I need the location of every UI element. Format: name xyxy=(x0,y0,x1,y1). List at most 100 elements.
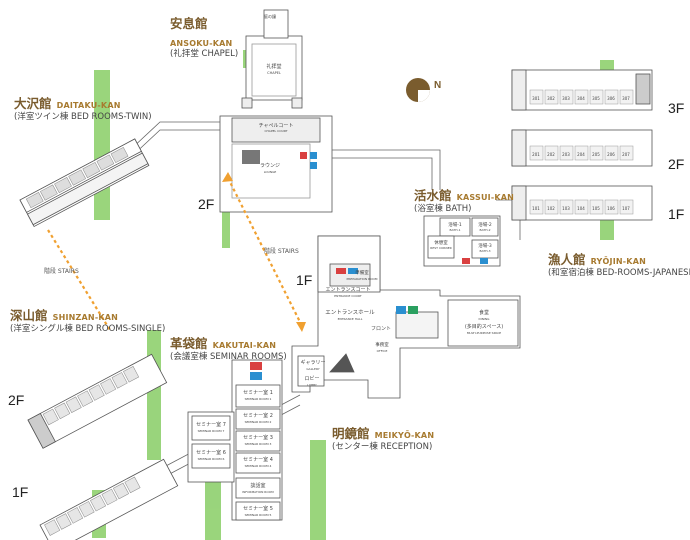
floor-label-chapel-2f: 2F xyxy=(198,196,215,212)
floor-label-ryojin-2f: 2F xyxy=(668,156,685,172)
seminar6-label-en: SEMINAR ROOM 6 xyxy=(198,457,225,461)
stairs-arrow-icon xyxy=(296,322,306,332)
stairs-line-left xyxy=(47,229,111,331)
room-205: 205 xyxy=(592,152,600,157)
floor-label-shinzan-2f: 2F xyxy=(8,392,25,408)
room-106: 106 xyxy=(607,206,615,211)
rest-label-en: REST CORNER xyxy=(430,246,451,250)
vending-label-en: INFORMATION ROOM xyxy=(242,490,274,494)
room-204: 204 xyxy=(577,152,585,157)
bath3-label: 浴場-3 xyxy=(478,242,492,249)
floor-label-ryojin-3f: 3F xyxy=(668,100,685,116)
multi-label-en: MULTI-PURPOSE SPACE xyxy=(467,331,501,335)
lounge-label: ラウンジ xyxy=(260,162,280,169)
bath3-label-en: BATH-3 xyxy=(480,249,491,253)
kakutai-title: 革袋館 KAKUTAI-KAN (会議室棟 SEMINAR ROOMS) xyxy=(170,336,287,362)
room-103: 103 xyxy=(562,206,570,211)
chapel-court-label: チャペルコート xyxy=(259,123,294,129)
ryojin-title: 漁人館 RYŌJIN-KAN (和室宿泊棟 BED-ROOMS-JAPANESE… xyxy=(548,252,690,278)
daitaku-title: 大沢館 DAITAKU-KAN (洋室ツイン棟 BED ROOMS-TWIN) xyxy=(14,96,152,122)
lounge-label-en: LOUNGE xyxy=(264,170,277,174)
stairs-label-center: 階段 STAIRS xyxy=(264,248,299,255)
multi-label: (多目的スペース) xyxy=(465,323,503,330)
floor-label-ryojin-1f: 1F xyxy=(668,206,685,222)
gallery-label: ギャラリー xyxy=(300,360,325,366)
seminar4-label: セミナー室 4 xyxy=(243,456,273,463)
office-label: 事務室 xyxy=(375,341,389,348)
room-306: 306 xyxy=(607,96,615,101)
kakutai-building xyxy=(187,359,283,521)
shinzan-2f-building xyxy=(27,353,168,449)
kakutai-labels: セミナー室 1 SEMINAR ROOM 1 セミナー室 2 SEMINAR R… xyxy=(196,389,274,517)
floor-label-shinzan-1f: 1F xyxy=(12,484,29,500)
chapel-label-en: CHAPEL xyxy=(267,71,281,75)
room-201: 201 xyxy=(532,152,540,157)
room-105: 105 xyxy=(592,206,600,211)
room-104: 104 xyxy=(577,206,585,211)
room-307: 307 xyxy=(622,96,630,101)
entrance-court-label-en: ENTRANCE COURT xyxy=(334,294,362,298)
ryojin-3f-building xyxy=(511,69,653,111)
stairs-arrow-up-icon xyxy=(222,172,233,182)
bath1-label-en: BATH-1 xyxy=(450,228,461,232)
green-path-4 xyxy=(147,330,161,460)
front-label: フロント xyxy=(371,326,391,332)
seminar4-label-en: SEMINAR ROOM 4 xyxy=(245,464,272,468)
compass-label: N xyxy=(434,80,442,91)
room-202: 202 xyxy=(547,152,555,157)
entrance-court-label: エントランスコート xyxy=(326,287,371,293)
kassui-labels: 浴場-1 BATH-1 浴場-2 BATH-2 休憩室 REST CORNER … xyxy=(430,221,492,253)
seminar2-label: セミナー室 2 xyxy=(243,412,273,419)
room-107: 107 xyxy=(622,206,630,211)
bath1-label: 浴場-1 xyxy=(448,221,462,228)
compass-icon xyxy=(406,78,430,102)
seminar6-label: セミナー室 6 xyxy=(196,449,226,456)
seminar2-label-en: SEMINAR ROOM 2 xyxy=(245,420,272,424)
dining-label: 食堂 xyxy=(479,309,489,316)
shinzan-1f-building xyxy=(39,458,179,540)
room-207: 207 xyxy=(622,152,630,157)
meikyo-title: 明鏡館 MEIKYŌ-KAN (センター棟 RECEPTION) xyxy=(332,426,435,452)
room-102: 102 xyxy=(547,206,555,211)
lobby-label: ロビー xyxy=(304,375,319,382)
green-path-3 xyxy=(222,178,230,248)
stairs-label-left: 階段 STAIRS xyxy=(44,268,79,275)
green-path-1 xyxy=(94,70,110,220)
seminar1-label: セミナー室 1 xyxy=(243,389,273,396)
bath2-label: 浴場-2 xyxy=(478,221,492,228)
chapel-wc-icons xyxy=(300,152,317,169)
ansoku-title: 安息館 ANSOKU-KAN (礼拝堂 CHAPEL) xyxy=(170,16,239,60)
room-305: 305 xyxy=(592,96,600,101)
entrance-hall-label: エントランスホール xyxy=(325,309,375,316)
seminar5-label-en: SEMINAR ROOM 5 xyxy=(245,513,272,517)
seminar1-label-en: SEMINAR ROOM 1 xyxy=(245,397,272,401)
room-304: 304 xyxy=(577,96,585,101)
lobby-label-en: LOBBY xyxy=(307,383,317,387)
daitaku-building xyxy=(19,138,150,228)
chapel-court-label-en: CHAPEL COURT xyxy=(264,129,287,133)
chapel-label: 礼拝堂 xyxy=(266,63,281,70)
room-101: 101 xyxy=(532,206,540,211)
seminar7-label: セミナー室 7 xyxy=(196,421,226,428)
rest-label: 休憩室 xyxy=(434,239,448,246)
room-301: 301 xyxy=(532,96,540,101)
entrance-hall-label-en: ENTRANCE HALL xyxy=(338,317,363,321)
ryojin-1f-building xyxy=(511,185,653,221)
room-302: 302 xyxy=(547,96,555,101)
kassui-title: 活水館 KASSUI-KAN (浴室棟 BATH) xyxy=(414,188,515,214)
ryojin-2f-building xyxy=(511,129,653,167)
seminar7-label-en: SEMINAR ROOM 7 xyxy=(198,429,225,433)
kassui-building xyxy=(423,215,501,267)
room-203: 203 xyxy=(562,152,570,157)
room-303: 303 xyxy=(562,96,570,101)
meikyo-labels: 準備室 PREPARATION ROOM エントランスコート ENTRANCE … xyxy=(300,269,503,387)
room-206: 206 xyxy=(607,152,615,157)
gallery-label-en: GALLERY xyxy=(306,367,320,371)
ryojin-room-numbers: 301 302 303 304 305 306 307 201 202 203 … xyxy=(532,96,630,211)
dining-label-en: DINING xyxy=(479,317,491,321)
bath2-label-en: BATH-2 xyxy=(480,228,491,232)
preparation-label: 準備室 xyxy=(355,269,369,276)
office-label-en: OFFICE xyxy=(377,349,388,353)
green-path-7 xyxy=(310,440,326,540)
